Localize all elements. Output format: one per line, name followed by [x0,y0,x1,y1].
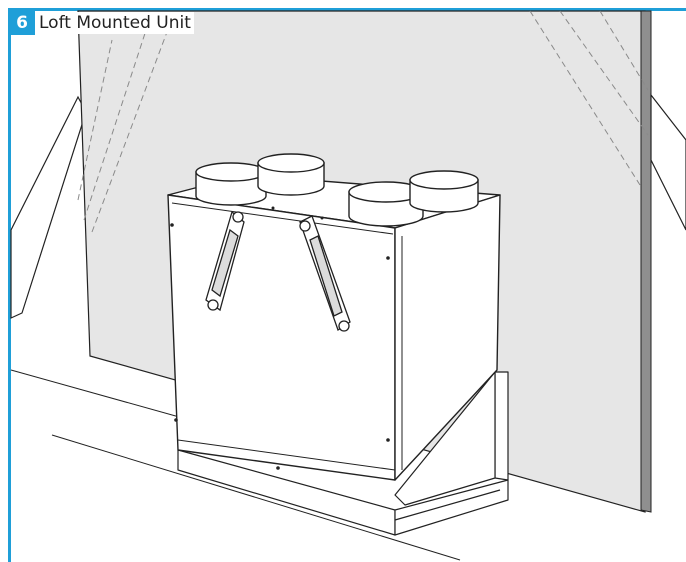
left-rafter [10,95,87,319]
handle-right [299,215,351,332]
frame-left-rule [8,8,11,562]
spigot-1 [195,162,267,206]
spigot-4 [409,170,479,213]
floor-line-upper [10,369,191,421]
duct-spigots [195,153,479,227]
support-frame [177,371,509,536]
spigot-3 [348,181,424,227]
figure-title: Loft Mounted Unit [39,12,194,34]
handle-left [205,210,245,312]
dashed-roof-lines [77,10,649,233]
screw-dots [170,206,390,470]
frame-top-rule [8,8,686,11]
figure-number-badge: 6 [9,11,35,35]
floor-line-lower [51,434,461,561]
spigot-2 [257,153,325,196]
right-rafter [650,93,686,231]
unit-front [167,194,396,481]
wall-edge [640,10,652,513]
unit-handles [205,210,351,332]
